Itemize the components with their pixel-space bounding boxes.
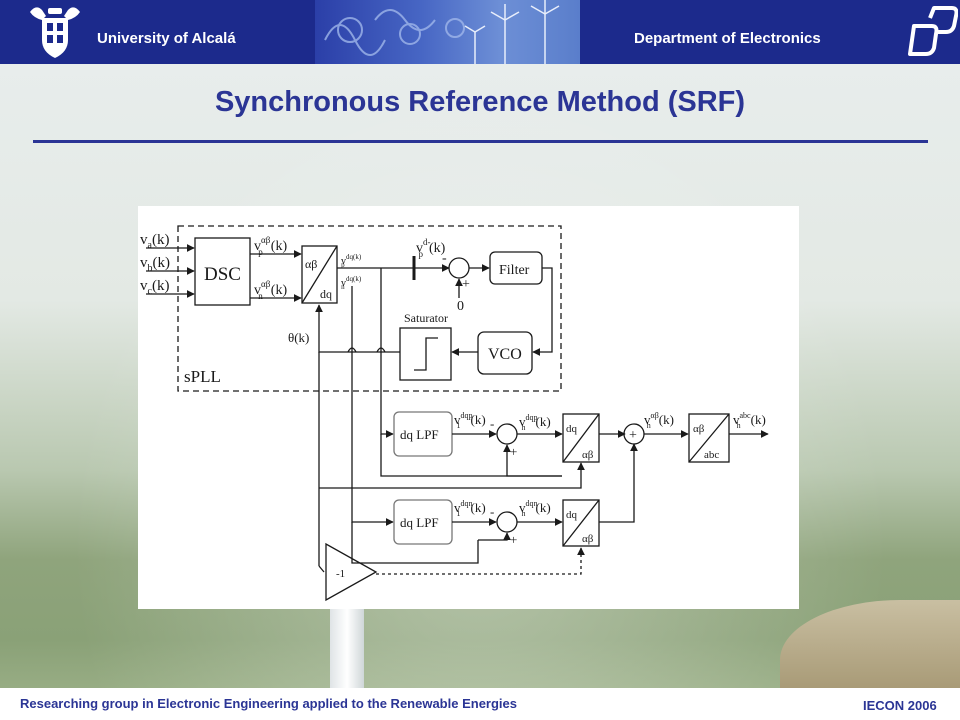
- gain-to-dqab2: [376, 547, 585, 575]
- svg-text:+: +: [510, 444, 517, 459]
- svg-text:+: +: [462, 277, 470, 292]
- wind-turbine-tower: [330, 600, 364, 690]
- svg-text:+: +: [629, 428, 637, 443]
- vco-label: VCO: [488, 346, 522, 363]
- spll-region: [177, 225, 562, 392]
- lpf-label-1: dq LPF: [400, 427, 439, 442]
- dsc-label: DSC: [204, 264, 241, 285]
- sum-junction-2: [496, 423, 518, 445]
- sum3-plus-input: [478, 532, 511, 541]
- title-underline: [33, 140, 928, 143]
- ab-dq-diagonal: [301, 245, 338, 304]
- saturator-block: [399, 327, 452, 381]
- vp-dq-to-lpf1: [380, 268, 394, 438]
- filter-to-vco: [532, 267, 553, 356]
- slide-header: University of Alcalá Department of Elect…: [0, 0, 960, 64]
- svg-text:-: -: [442, 251, 447, 266]
- ab-abc-diagonal: [688, 413, 730, 463]
- gain-block: [325, 542, 378, 602]
- university-crest-icon: [30, 7, 80, 58]
- svg-text:-: -: [490, 416, 494, 431]
- svg-text:αβ: αβ: [693, 423, 705, 435]
- vpd-label: vd-p(k): [416, 237, 446, 259]
- slide-footer: Researching group in Electronic Engineer…: [0, 688, 960, 720]
- svg-text:+: +: [510, 532, 517, 547]
- dq-ab-transform-1: [562, 413, 600, 463]
- filter-label: Filter: [499, 263, 530, 278]
- svg-text:vdq(k)n: vdq(k)n: [341, 275, 362, 291]
- sum-junction-1: [448, 257, 470, 279]
- theta-feedback: [318, 336, 400, 353]
- header-image-band: [315, 0, 580, 64]
- zero-ref-label: 0: [457, 299, 464, 314]
- vn-dq-to-sum3: [351, 522, 479, 564]
- svg-text:-: -: [490, 504, 494, 519]
- dq-ab-diagonal-2: [562, 499, 600, 547]
- theta-label: θ(k): [288, 330, 309, 345]
- svg-text:vc(k): vc(k): [140, 278, 169, 297]
- dq-ab-diagonal-1: [562, 413, 600, 463]
- saturator-label: Saturator: [404, 311, 448, 325]
- svg-text:abc: abc: [704, 449, 719, 461]
- dq-ab-transform-2: [562, 499, 600, 547]
- theta-to-dqab1: [319, 462, 585, 489]
- university-name: University of Alcalá: [97, 30, 236, 47]
- svg-text:vb(k): vb(k): [140, 255, 170, 274]
- wire-hop-2: [347, 347, 357, 353]
- vn-dq-to-lpf2: [351, 286, 394, 526]
- svg-text:dq: dq: [566, 509, 578, 521]
- svg-text:dq: dq: [566, 423, 578, 435]
- slide-title: Synchronous Reference Method (SRF): [214, 86, 746, 118]
- spll-label: sPLL: [184, 367, 221, 386]
- sum-junction-3: [496, 511, 518, 533]
- dsc-block: [194, 237, 251, 306]
- sum2-plus-wire: [506, 454, 562, 477]
- vco-block: [477, 331, 533, 375]
- ab-dq-transform: [301, 245, 338, 304]
- svg-text:αβ: αβ: [305, 257, 317, 271]
- svg-text:va(k): va(k): [140, 232, 169, 251]
- conference-name: IECON 2006: [863, 698, 937, 713]
- ab-abc-transform: [688, 413, 730, 463]
- research-group-name: Researching group in Electronic Engineer…: [20, 696, 517, 711]
- svg-text:αβ: αβ: [582, 533, 594, 545]
- svg-text:dq: dq: [320, 287, 332, 301]
- department-logo-icon: [908, 6, 958, 56]
- wire-hop-1: [376, 347, 386, 353]
- theta-to-gain: [318, 565, 325, 573]
- department-name: Department of Electronics: [634, 30, 821, 47]
- dqab2-to-sum4: [599, 443, 638, 523]
- vp-dq-to-sum2: [380, 434, 562, 477]
- lpf-label-2: dq LPF: [400, 515, 439, 530]
- saturator-symbol: [414, 337, 438, 371]
- gain-label: -1: [336, 568, 345, 580]
- svg-text:αβ: αβ: [582, 449, 594, 461]
- header-right-band: [580, 0, 960, 64]
- svg-text:vdq(k)p: vdq(k)p: [341, 253, 362, 269]
- wind-turbines-image: [324, 0, 560, 64]
